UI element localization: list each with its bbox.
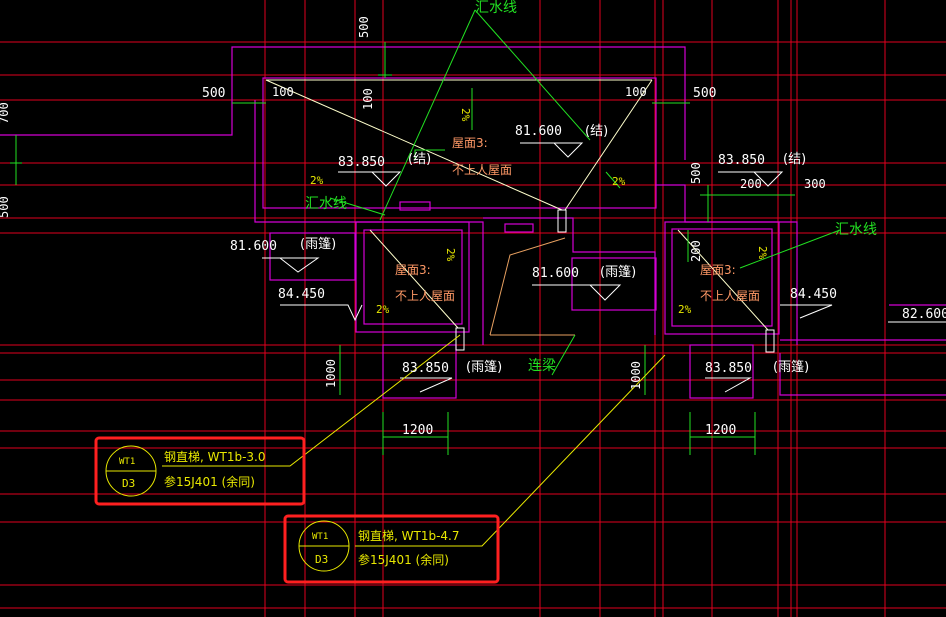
dim-500-top: 500 <box>357 16 371 38</box>
canopy-bottom-left: (雨篷) <box>466 360 502 375</box>
canopy-mid: (雨篷) <box>600 265 636 280</box>
dim-500-edge: 500 <box>0 196 11 218</box>
slope-label-4: 2% <box>444 248 457 262</box>
dim-100-b: 100 <box>361 88 375 110</box>
gutter-line-left: 汇水线 <box>305 196 347 212</box>
elev-83850-left: 83.850 <box>338 155 385 170</box>
callout-1-line1: 钢直梯, WT1b-3.0 <box>164 450 266 464</box>
ladder-callout-2[interactable]: WT1 D3 钢直梯, WT1b-4.7 参15J401 (余同) <box>283 514 500 584</box>
link-beam-label: 连梁 <box>528 358 556 374</box>
struct-top: (结) <box>585 124 608 139</box>
elev-83850-bottom-left: 83.850 <box>402 361 449 376</box>
dim-200: 200 <box>740 177 762 191</box>
roof3-left-note: 不上人屋面 <box>395 289 455 303</box>
text-labels: 500 100 100 100 500 500 700 500 200 300 … <box>0 0 946 438</box>
roof3-left: 屋面3: <box>395 263 431 277</box>
gutter-line-right: 汇水线 <box>835 222 877 238</box>
building-outlines <box>0 46 946 399</box>
elev-81600-left: 81.600 <box>230 239 277 254</box>
dim-700-edge: 700 <box>0 102 11 124</box>
slope-label-7: 2% <box>678 303 692 316</box>
callout-2-tag-bottom: D3 <box>315 553 328 566</box>
leader-lines <box>162 334 666 547</box>
elevation-markers <box>262 142 946 393</box>
elev-83850-right: 83.850 <box>718 153 765 168</box>
dim-500-right: 500 <box>693 86 716 101</box>
dim-100-a: 100 <box>272 85 294 99</box>
dim-1200-right: 1200 <box>705 423 736 438</box>
dim-1000-right: 1000 <box>629 361 643 390</box>
slope-label-3: 2% <box>310 174 324 187</box>
callout-2-tag-top: WT1 <box>312 532 328 542</box>
elev-81600-top: 81.600 <box>515 124 562 139</box>
callout-1-tag-top: WT1 <box>119 457 135 467</box>
callout-2-line1: 钢直梯, WT1b-4.7 <box>358 529 460 543</box>
callout-1-highlight-box <box>94 436 306 506</box>
struct-left: (结) <box>408 152 431 167</box>
dimension-lines <box>10 9 841 455</box>
elev-82600: 82.600 <box>902 307 946 322</box>
gutter-line-top: 汇水线 <box>475 0 517 16</box>
elev-83850-bottom-right: 83.850 <box>705 361 752 376</box>
slope-label-5: 2% <box>376 303 390 316</box>
dim-200-b: 200 <box>689 240 703 262</box>
callout-1-line2: 参15J401 (余同) <box>164 474 255 489</box>
roof3-right: 屋面3: <box>700 263 736 277</box>
canopy-left: (雨篷) <box>300 237 336 252</box>
struct-right: (结) <box>783 152 806 167</box>
slope-label-2: 2% <box>612 175 626 188</box>
elev-81600-mid: 81.600 <box>532 266 579 281</box>
dim-100-c: 100 <box>625 85 647 99</box>
canopy-bottom-right: (雨篷) <box>773 360 809 375</box>
slope-label-1: 2% <box>459 108 472 122</box>
structural-lines <box>265 79 775 353</box>
elev-84450-right: 84.450 <box>790 287 837 302</box>
dim-300: 300 <box>804 177 826 191</box>
callout-2-highlight-box <box>283 514 500 584</box>
dim-500-mid: 500 <box>689 162 703 184</box>
dim-500-left: 500 <box>202 86 225 101</box>
dim-1200-left: 1200 <box>402 423 433 438</box>
roof3-main: 屋面3: <box>452 136 488 150</box>
callout-1-tag-bottom: D3 <box>122 477 135 490</box>
roof3-main-note: 不上人屋面 <box>452 163 512 177</box>
roof3-right-note: 不上人屋面 <box>700 289 760 303</box>
slope-label-6: 2% <box>756 246 769 260</box>
ladder-callout-1[interactable]: WT1 D3 钢直梯, WT1b-3.0 参15J401 (余同) <box>94 436 306 506</box>
dim-1000-left: 1000 <box>324 359 338 388</box>
callout-2-line2: 参15J401 (余同) <box>358 552 449 567</box>
elev-84450-left: 84.450 <box>278 287 325 302</box>
